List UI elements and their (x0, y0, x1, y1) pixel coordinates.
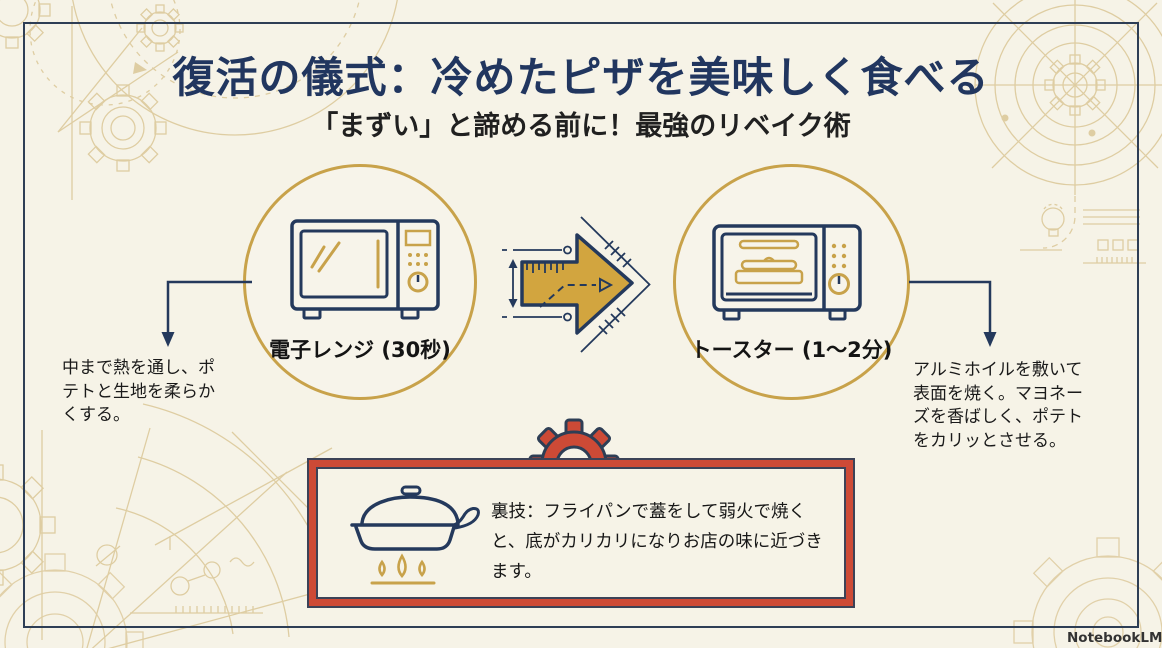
step-label-microwave: 電子レンジ (30秒) (269, 338, 451, 362)
frying-pan-icon (350, 485, 480, 585)
connector-arrow-left (161, 280, 252, 347)
tip-box: 裏技：フライパンで蓋をして弱火で焼く と、底がカリカリになりお店の味に近づき ま… (307, 458, 855, 608)
microwave-icon (290, 219, 440, 320)
connector-arrow-right (909, 280, 997, 347)
tip-box-inner: 裏技：フライパンで蓋をして弱火で焼く と、底がカリカリになりお店の味に近づき ま… (316, 467, 846, 599)
note-microwave: 中まで熱を通し、ポ テトと生地を柔らか くする。 (62, 358, 215, 425)
footer-brand: NotebookLM (1063, 628, 1162, 648)
note-toaster: アルミホイルを敷いて 表面を焼く。マヨネー ズを香ばしく、ポテト をカリッとさせ… (913, 360, 1083, 451)
page-title: 復活の儀式：冷めたピザを美味しく食べる (172, 53, 990, 102)
tip-text: 裏技：フライパンで蓋をして弱火で焼く と、底がカリカリになりお店の味に近づき ま… (491, 502, 823, 582)
blueprint-arrow-icon (502, 216, 651, 353)
page-subtitle: 「まずい」と諦める前に！最強のリベイク術 (311, 111, 851, 142)
brand-label: NotebookLM (1067, 630, 1162, 646)
step-label-toaster: トースター (1〜2分) (690, 338, 893, 362)
slide-border-frame (23, 22, 1139, 628)
toaster-icon (712, 224, 862, 321)
